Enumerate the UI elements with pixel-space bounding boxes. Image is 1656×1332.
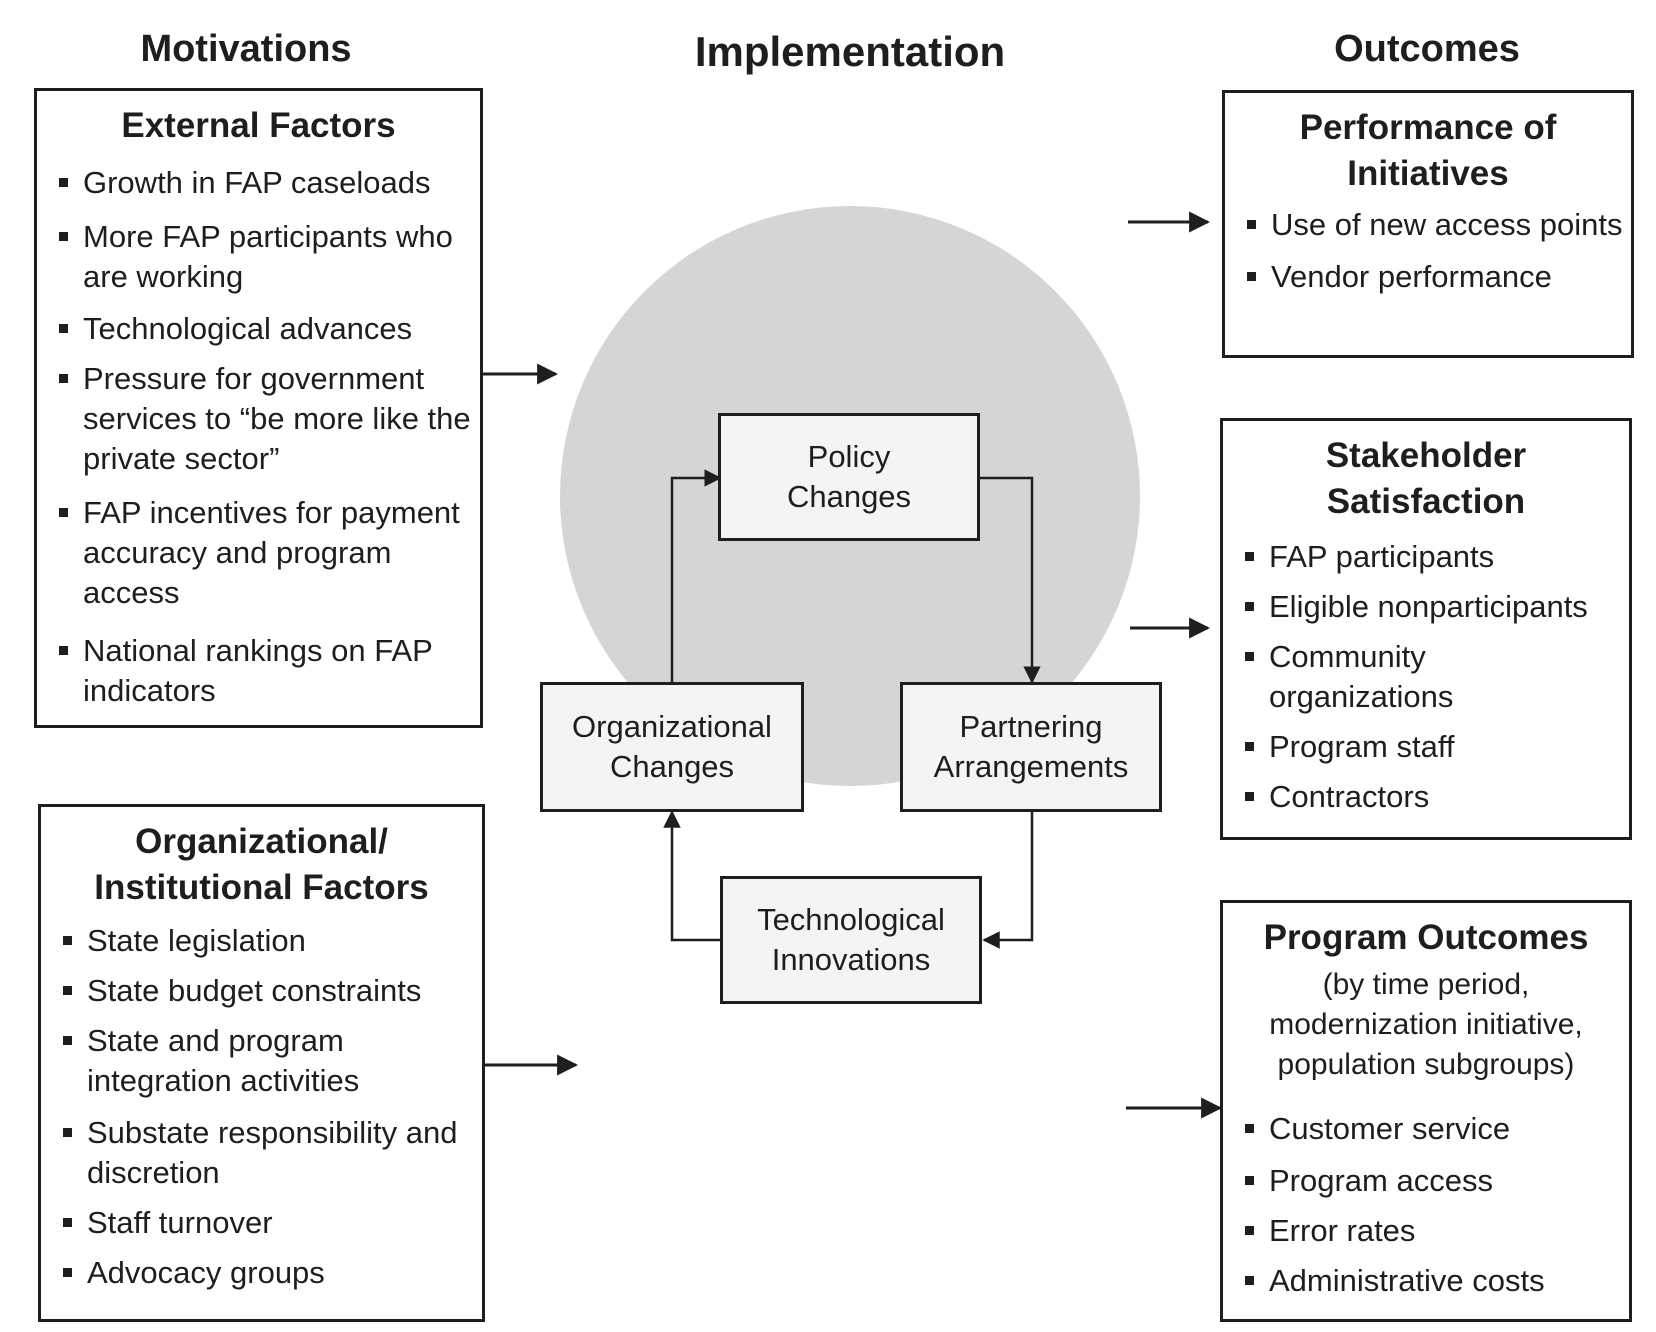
institutional-factors-list: State legislation State budget constrain… <box>41 921 482 1293</box>
institutional-factors-box: Organizational/ Institutional Factors St… <box>38 804 485 1322</box>
list-item: State and program integration activities <box>41 1021 482 1101</box>
external-factors-box: External Factors Growth in FAP caseloads… <box>34 88 483 728</box>
list-item: Staff turnover <box>41 1203 482 1243</box>
heading-motivations: Motivations <box>140 28 352 70</box>
organizational-changes-node: Organizational Changes <box>540 682 804 812</box>
list-item: National rankings on FAP indicators <box>37 631 480 711</box>
stakeholder-title: Stakeholder Satisfaction <box>1325 436 1527 521</box>
arrow-partnering-to-technological <box>982 812 1034 949</box>
list-item: Administrative costs <box>1223 1261 1629 1301</box>
list-item: More FAP participants who are working <box>37 217 480 297</box>
program-outcomes-list: Customer service Program access Error ra… <box>1223 1109 1629 1301</box>
policy-changes-node: Policy Changes <box>718 413 980 541</box>
list-item: Technological advances <box>37 309 480 349</box>
stakeholder-box: Stakeholder Satisfaction FAP participant… <box>1220 418 1632 840</box>
list-item: Growth in FAP caseloads <box>37 163 480 203</box>
arrow-organizational-to-policy <box>670 469 722 682</box>
performance-list: Use of new access points Vendor performa… <box>1225 205 1631 297</box>
technological-innovations-label: Technological Innovations <box>757 902 945 977</box>
list-item: FAP participants <box>1223 537 1629 577</box>
stakeholder-list: FAP participants Eligible nonparticipant… <box>1223 537 1629 817</box>
list-item: Use of new access points <box>1225 205 1631 245</box>
performance-box: Performance of Initiatives Use of new ac… <box>1222 90 1634 358</box>
partnering-arrangements-label: Partnering Arrangements <box>933 709 1129 784</box>
list-item: FAP incentives for payment accuracy and … <box>37 493 480 613</box>
external-factors-title: External Factors <box>121 106 396 145</box>
list-item: Contractors <box>1223 777 1629 817</box>
list-item: Pressure for government services to “be … <box>37 359 480 479</box>
partnering-arrangements-node: Partnering Arrangements <box>900 682 1162 812</box>
arrow-policy-to-partnering <box>980 476 1041 684</box>
list-item: Program staff <box>1223 727 1629 767</box>
external-factors-list: Growth in FAP caseloads More FAP partici… <box>37 163 480 711</box>
institutional-factors-title: Organizational/ Institutional Factors <box>94 822 429 907</box>
list-item: Customer service <box>1223 1109 1629 1149</box>
heading-outcomes: Outcomes <box>1334 28 1520 70</box>
heading-implementation: Implementation <box>694 28 1006 75</box>
list-item: State legislation <box>41 921 482 961</box>
arrow-technological-to-organizational <box>663 810 720 942</box>
list-item: State budget constraints <box>41 971 482 1011</box>
list-item: Advocacy groups <box>41 1253 482 1293</box>
organizational-changes-label: Organizational Changes <box>572 709 772 784</box>
policy-changes-label: Policy Changes <box>786 439 912 514</box>
list-item: Community organizations <box>1223 637 1629 717</box>
program-outcomes-title: Program Outcomes <box>1263 918 1589 957</box>
technological-innovations-node: Technological Innovations <box>720 876 982 1004</box>
program-outcomes-box: Program Outcomes (by time period, modern… <box>1220 900 1632 1322</box>
list-item: Eligible nonparticipants <box>1223 587 1629 627</box>
list-item: Substate responsibility and discretion <box>41 1113 482 1193</box>
list-item: Error rates <box>1223 1211 1629 1251</box>
list-item: Vendor performance <box>1225 257 1631 297</box>
list-item: Program access <box>1223 1161 1629 1201</box>
performance-title: Performance of Initiatives <box>1299 108 1557 193</box>
program-outcomes-subtitle: (by time period, modernization initiativ… <box>1269 968 1583 1081</box>
